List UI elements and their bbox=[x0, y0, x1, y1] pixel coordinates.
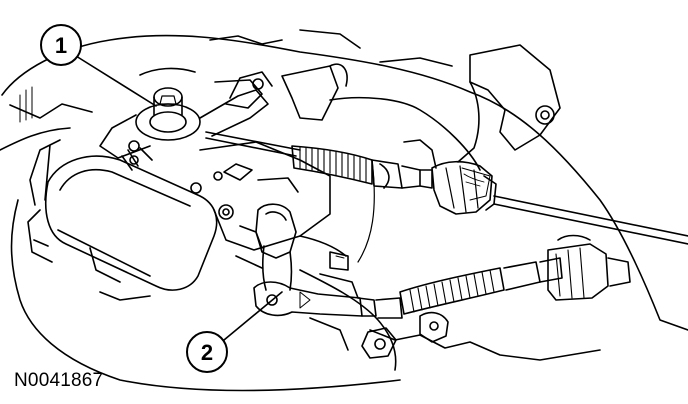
mount-bolts bbox=[309, 311, 449, 359]
cover-housing bbox=[27, 155, 218, 301]
callout-1: 1 bbox=[40, 24, 157, 107]
figure-id-label: N0041867 bbox=[14, 370, 104, 391]
transaxle-housing bbox=[0, 29, 688, 392]
mounting-bracket bbox=[281, 44, 561, 163]
shift-cable-lower bbox=[375, 234, 631, 319]
callout-2: 2 bbox=[186, 291, 283, 373]
selector-lever bbox=[99, 71, 273, 171]
callout-1-number: 1 bbox=[55, 33, 67, 58]
selector-cable-bracket bbox=[253, 159, 377, 317]
callout-2-number: 2 bbox=[201, 340, 213, 365]
shift-cable-upper bbox=[205, 131, 688, 245]
